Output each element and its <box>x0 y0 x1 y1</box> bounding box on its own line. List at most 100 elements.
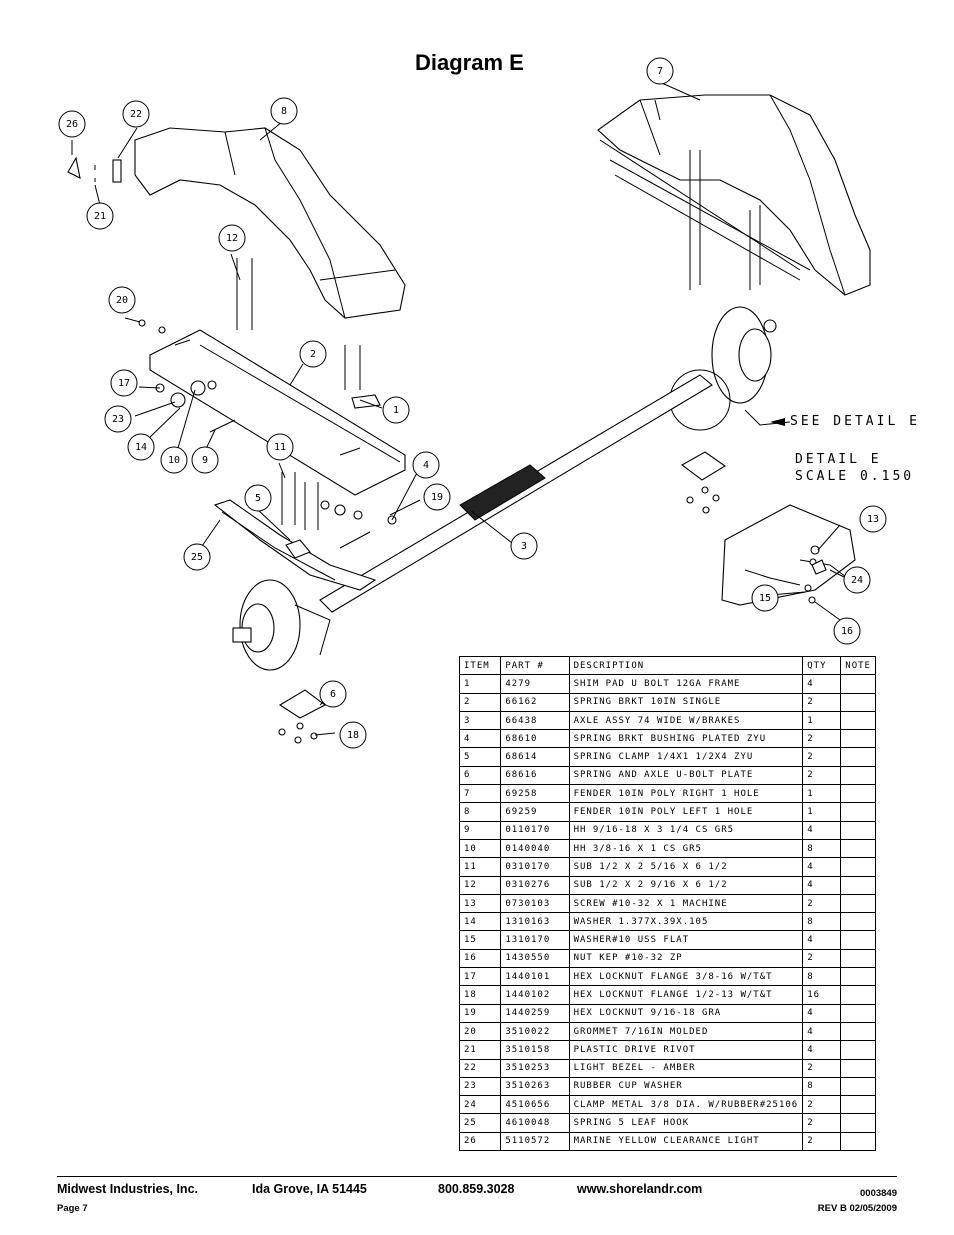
cell-note <box>840 729 876 749</box>
detail-scale-label: SCALE 0.150 <box>795 469 914 484</box>
cell-part-number: 4510656 <box>500 1095 570 1115</box>
cell-note <box>840 1021 876 1042</box>
callout-21: 21 <box>86 202 114 230</box>
callout-10: 10 <box>160 446 188 474</box>
cell-note <box>840 710 876 731</box>
cell-item: 4 <box>458 729 502 749</box>
cell-item: 3 <box>458 710 502 731</box>
cell-part-number: 1440259 <box>500 1003 570 1023</box>
callout-8: 8 <box>270 97 298 125</box>
header-note: NOTE <box>840 655 876 676</box>
cell-qty: 4 <box>802 875 842 895</box>
cell-description: SPRING CLAMP 1/4X1 1/2X4 ZYU <box>568 747 804 767</box>
cell-item: 8 <box>458 802 502 822</box>
cell-note <box>840 747 876 767</box>
cell-description: WASHER#10 USS FLAT <box>568 930 804 950</box>
cell-item: 23 <box>458 1076 502 1097</box>
svg-text:15: 15 <box>759 593 771 604</box>
cell-qty: 4 <box>802 1003 842 1023</box>
cell-part-number: 4279 <box>500 674 570 694</box>
cell-note <box>840 875 876 895</box>
detail-label: DETAIL E <box>795 452 882 467</box>
svg-text:26: 26 <box>66 119 78 130</box>
cell-note <box>840 1076 876 1097</box>
cell-qty: 16 <box>802 985 842 1005</box>
callout-19: 19 <box>423 483 451 511</box>
cell-qty: 1 <box>802 802 842 822</box>
u-bolts-drawing <box>236 258 361 530</box>
cell-description: RUBBER CUP WASHER <box>568 1076 804 1097</box>
callout-24: 24 <box>843 566 871 594</box>
cell-part-number: 66162 <box>500 692 570 712</box>
svg-text:25: 25 <box>191 552 203 563</box>
callout-17: 17 <box>110 369 138 397</box>
cell-item: 10 <box>458 838 502 859</box>
cell-description: HEX LOCKNUT FLANGE 3/8-16 W/T&T <box>568 967 804 987</box>
cell-part-number: 1310170 <box>500 930 570 950</box>
cell-item: 5 <box>458 747 502 767</box>
cell-part-number: 1310163 <box>500 912 570 932</box>
svg-text:1: 1 <box>393 405 399 416</box>
cell-item: 2 <box>458 692 502 712</box>
cell-description: FENDER 10IN POLY LEFT 1 HOLE <box>568 802 804 822</box>
cell-qty: 4 <box>802 674 842 694</box>
cell-note <box>840 820 876 840</box>
cell-item: 9 <box>458 820 502 840</box>
cell-note <box>840 1131 876 1152</box>
cell-note <box>840 948 876 969</box>
cell-item: 7 <box>458 784 502 804</box>
footer-website: www.shorelandr.com <box>577 1182 703 1196</box>
cell-part-number: 68616 <box>500 765 570 786</box>
callout-6: 6 <box>319 680 347 708</box>
header-qty: QTY <box>802 655 842 676</box>
cell-item: 18 <box>458 985 502 1005</box>
cell-qty: 4 <box>802 1040 842 1060</box>
callout-5: 5 <box>244 484 272 512</box>
page-title: Diagram E <box>415 50 524 75</box>
svg-text:17: 17 <box>118 378 130 389</box>
cell-item: 24 <box>458 1095 502 1115</box>
cell-part-number: 3510253 <box>500 1058 570 1078</box>
svg-text:22: 22 <box>130 109 142 120</box>
svg-text:10: 10 <box>168 455 180 466</box>
cell-qty: 8 <box>802 912 842 932</box>
cell-item: 20 <box>458 1021 502 1042</box>
cell-qty: 4 <box>802 857 842 877</box>
cell-description: SHIM PAD U BOLT 12GA FRAME <box>568 674 804 694</box>
callout-13: 13 <box>859 505 887 533</box>
cell-description: SPRING BRKT 10IN SINGLE <box>568 692 804 712</box>
svg-text:11: 11 <box>274 442 286 453</box>
cell-qty: 4 <box>802 820 842 840</box>
cell-description: WASHER 1.377X.39X.105 <box>568 912 804 932</box>
callout-25: 25 <box>183 543 211 571</box>
svg-text:12: 12 <box>226 233 238 244</box>
cell-description: HEX LOCKNUT 9/16-18 GRA <box>568 1003 804 1023</box>
callout-2: 2 <box>299 340 327 368</box>
callout-12: 12 <box>218 224 246 252</box>
cell-description: NUT KEP #10-32 ZP <box>568 948 804 969</box>
cell-item: 21 <box>458 1040 502 1060</box>
cell-part-number: 3510263 <box>500 1076 570 1097</box>
cell-note <box>840 692 876 712</box>
callout-11: 11 <box>266 433 294 461</box>
cell-qty: 1 <box>802 784 842 804</box>
cell-note <box>840 1003 876 1023</box>
cell-qty: 1 <box>802 710 842 731</box>
cell-part-number: 0310276 <box>500 875 570 895</box>
cell-part-number: 1440102 <box>500 985 570 1005</box>
header-part: PART # <box>500 655 570 676</box>
cell-note <box>840 930 876 950</box>
